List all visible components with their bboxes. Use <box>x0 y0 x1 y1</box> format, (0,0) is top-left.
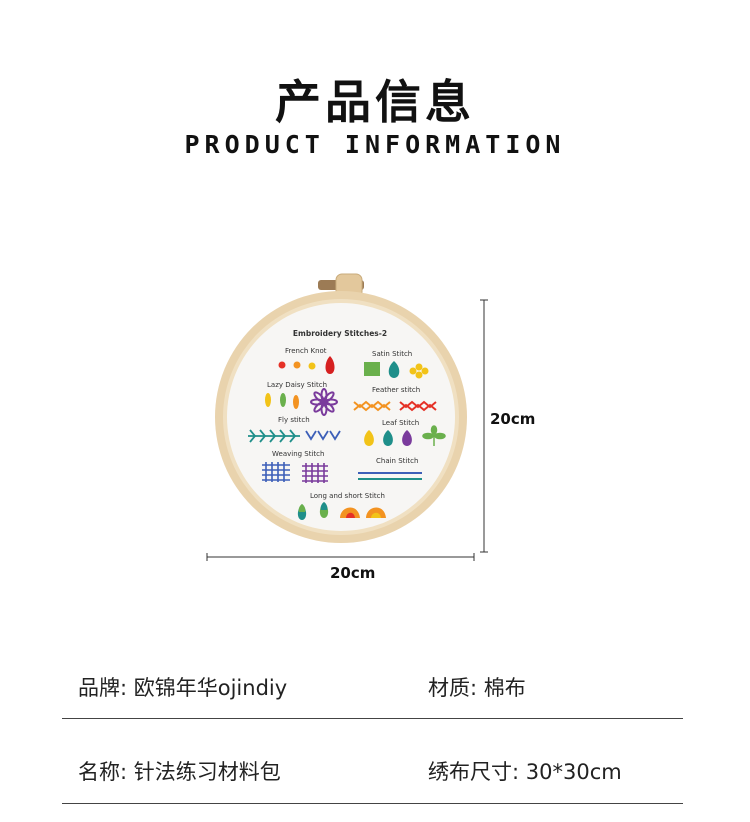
label-long-short: Long and short Stitch <box>310 492 385 500</box>
label-satin: Satin Stitch <box>372 350 412 358</box>
height-dimension-label: 20cm <box>490 410 536 428</box>
size-spec: 绣布尺寸: 30*30cm <box>428 760 622 784</box>
long-short-stitches <box>297 502 386 520</box>
page-subtitle: PRODUCT INFORMATION <box>184 130 566 159</box>
embroidery-hoop-image: Embroidery Stitches-2 French Knot Satin … <box>215 273 467 543</box>
width-dimension-label: 20cm <box>330 564 376 582</box>
label-french-knot: French Knot <box>285 347 327 355</box>
spec-row-1: 品牌: 欧锦年华ojindiy 材质: 棉布 <box>62 672 683 712</box>
name-spec: 名称: 针法练习材料包 <box>78 760 281 784</box>
label-fly: Fly stitch <box>278 416 310 424</box>
satin-stitches <box>364 361 429 379</box>
feather-stitches <box>353 400 437 412</box>
leaf-stitches <box>364 425 446 446</box>
divider-1 <box>62 718 683 719</box>
page-title: 产品信息 <box>275 75 475 129</box>
fly-stitches <box>248 429 341 443</box>
label-weaving: Weaving Stitch <box>272 450 324 458</box>
weaving-stitches <box>262 462 328 483</box>
chain-stitches <box>358 472 422 480</box>
french-knot-stitches <box>278 356 335 374</box>
label-leaf: Leaf Stitch <box>382 419 419 427</box>
spec-row-2: 名称: 针法练习材料包 绣布尺寸: 30*30cm <box>62 756 683 796</box>
divider-2 <box>62 803 683 804</box>
label-chain: Chain Stitch <box>376 457 418 465</box>
label-feather: Feather stitch <box>372 386 420 394</box>
sampler-title: Embroidery Stitches-2 <box>293 329 387 338</box>
material-spec: 材质: 棉布 <box>428 676 526 700</box>
brand-spec: 品牌: 欧锦年华ojindiy <box>78 676 288 700</box>
label-lazy-daisy: Lazy Daisy Stitch <box>267 381 327 389</box>
lazy-daisy-stitches <box>265 388 338 416</box>
